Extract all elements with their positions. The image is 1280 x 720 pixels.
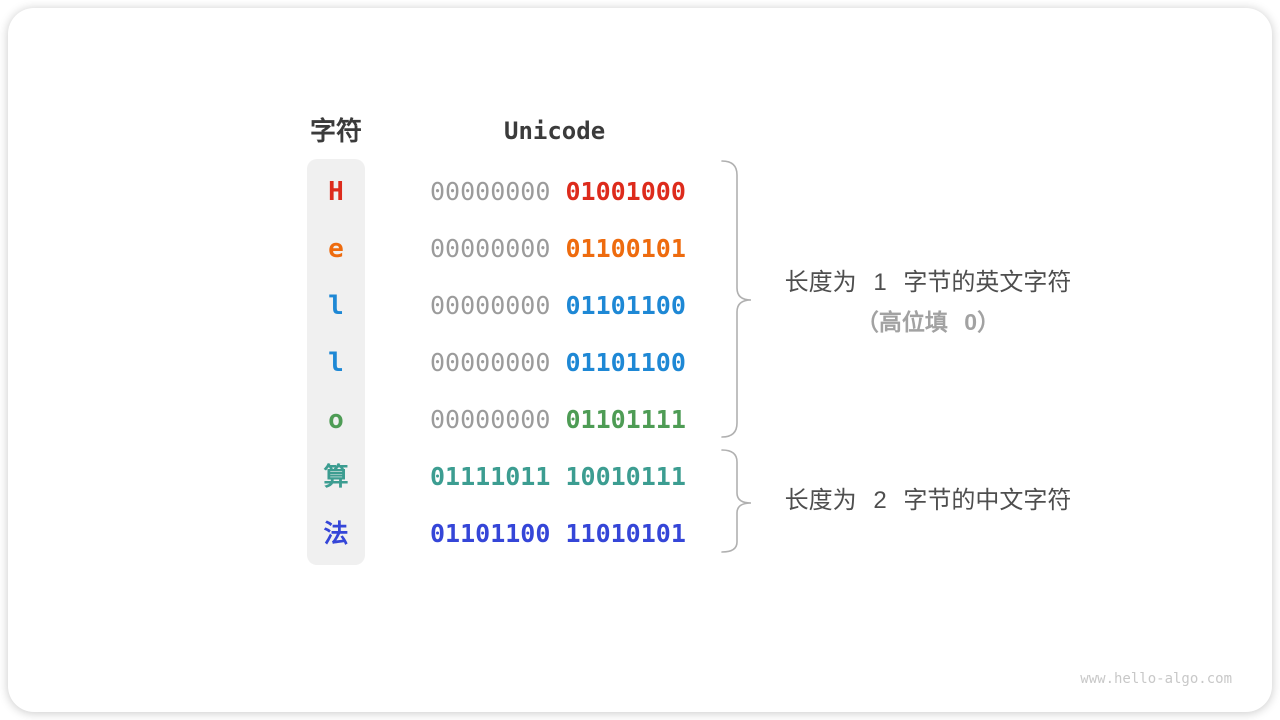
annotation-high-bits-note: （高位填 0） <box>855 309 1001 335</box>
char-row: H 00000000 01001000 <box>0 176 1280 208</box>
char-row: 法 01101100 11010101 <box>0 518 1280 550</box>
chinese-group-brace-icon <box>721 449 752 553</box>
char-row: o 00000000 01101111 <box>0 404 1280 436</box>
unicode-binary: 00000000 01101100 <box>430 290 686 322</box>
watermark-url: www.hello-algo.com <box>1080 671 1232 687</box>
column-header-unicode: Unicode <box>504 117 606 145</box>
char-row: e 00000000 01100101 <box>0 233 1280 265</box>
char-cell: l <box>328 348 344 378</box>
unicode-binary: 01101100 11010101 <box>430 518 686 550</box>
code-bits: 01101111 <box>565 405 686 434</box>
char-cell: l <box>328 291 344 321</box>
char-row: 算 01111011 10010111 <box>0 461 1280 493</box>
english-group-brace-icon <box>721 160 752 438</box>
figure-card <box>8 8 1272 712</box>
code-bits: 01101100 <box>565 348 686 377</box>
char-cell: H <box>328 177 344 207</box>
char-cell: 法 <box>323 520 349 548</box>
unicode-binary: 01111011 10010111 <box>430 461 686 493</box>
annotation-chinese-chars: 长度为 2 字节的中文字符 <box>784 487 1072 514</box>
padding-bits: 00000000 <box>430 234 566 263</box>
char-row: l 00000000 01101100 <box>0 347 1280 379</box>
char-cell: 算 <box>323 463 349 491</box>
annotation-english-chars: 长度为 1 字节的英文字符 <box>784 269 1072 296</box>
code-bits: 01111011 10010111 <box>430 462 686 491</box>
column-header-character: 字符 <box>309 116 362 146</box>
char-cell: e <box>328 234 344 264</box>
unicode-binary: 00000000 01001000 <box>430 176 686 208</box>
padding-bits: 00000000 <box>430 177 566 206</box>
unicode-binary: 00000000 01100101 <box>430 233 686 265</box>
character-column-background <box>307 159 365 565</box>
code-bits: 01101100 <box>565 291 686 320</box>
code-bits: 01101100 11010101 <box>430 519 686 548</box>
code-bits: 01100101 <box>565 234 686 263</box>
padding-bits: 00000000 <box>430 291 566 320</box>
code-bits: 01001000 <box>565 177 686 206</box>
unicode-binary: 00000000 01101111 <box>430 404 686 436</box>
unicode-binary: 00000000 01101100 <box>430 347 686 379</box>
padding-bits: 00000000 <box>430 348 566 377</box>
char-row: l 00000000 01101100 <box>0 290 1280 322</box>
char-cell: o <box>328 405 344 435</box>
padding-bits: 00000000 <box>430 405 566 434</box>
